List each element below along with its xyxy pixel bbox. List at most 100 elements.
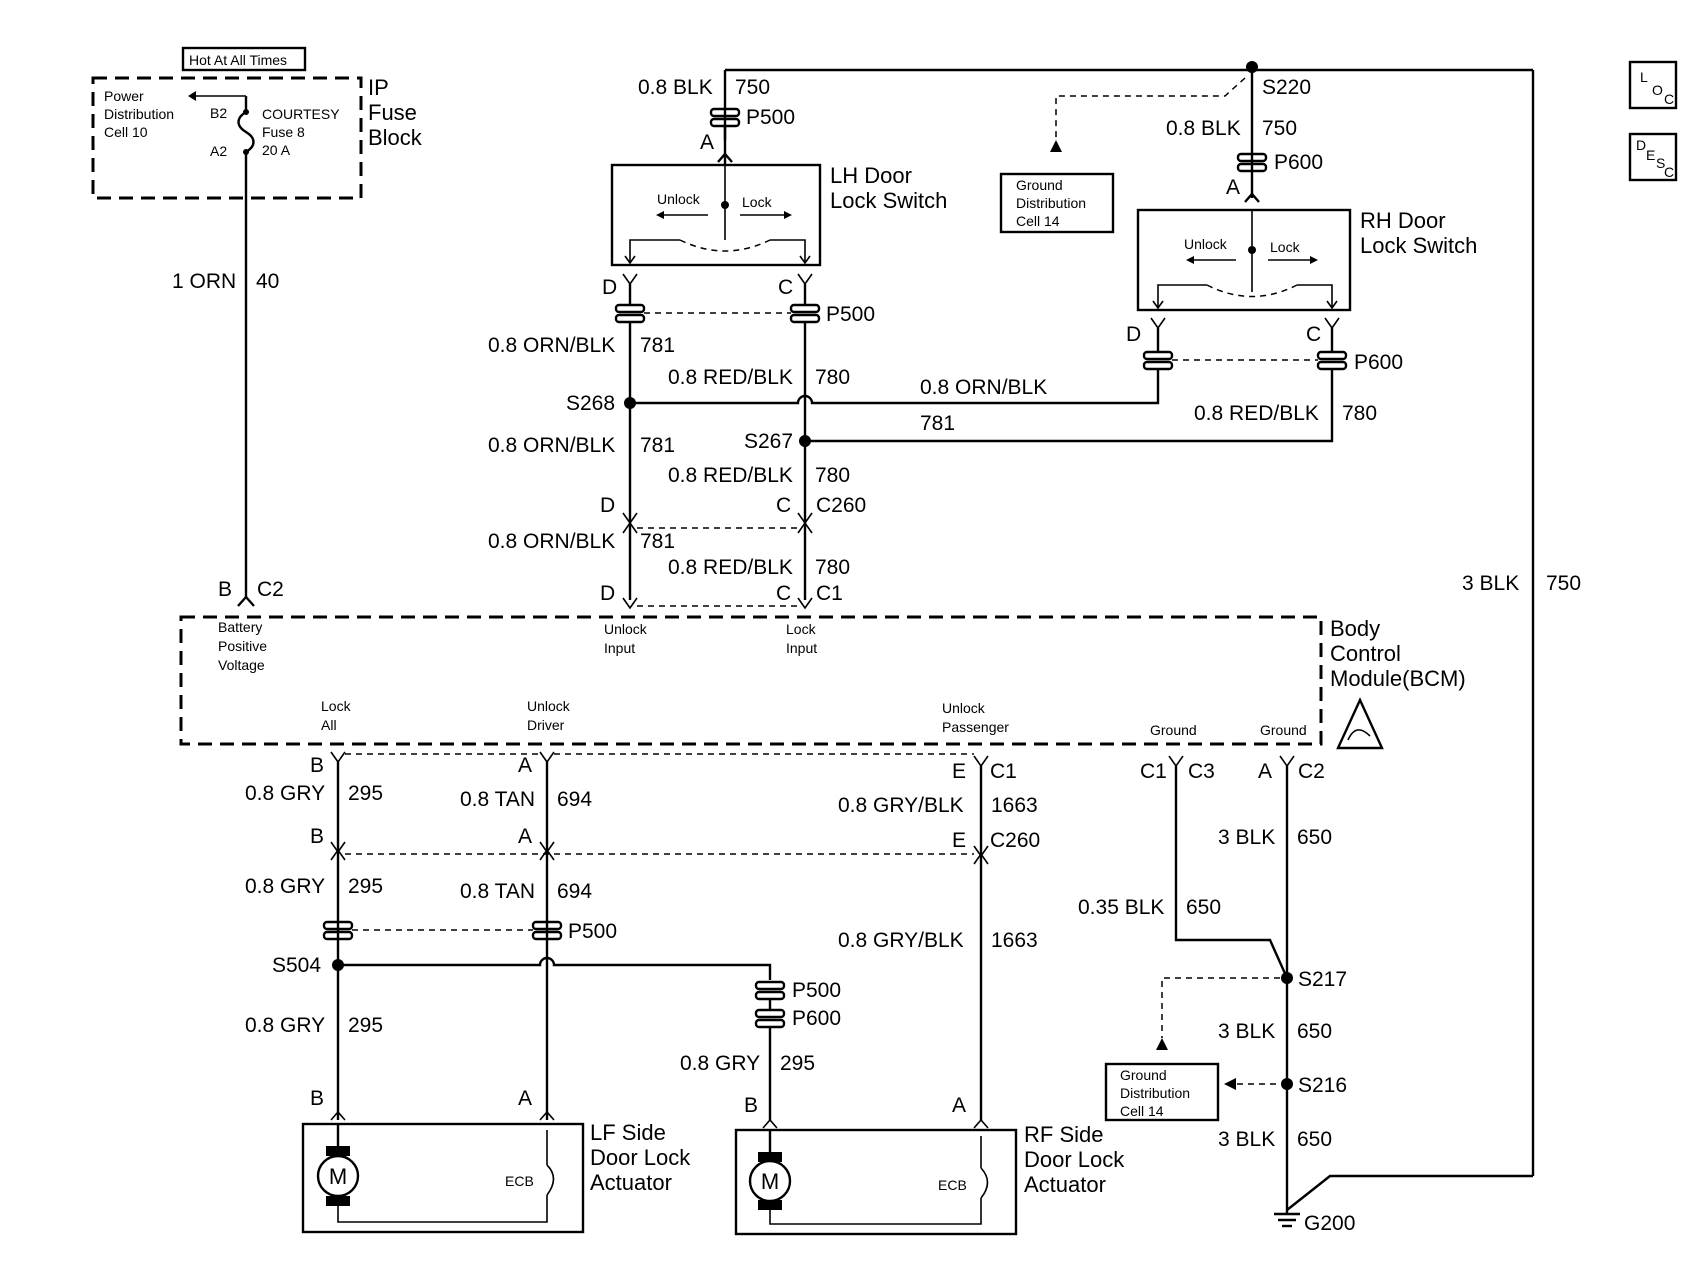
rh-door-lock-switch: Unlock Lock RH Door Lock Switch D C P600 — [1126, 208, 1477, 374]
g200-ground-symbol — [1274, 1212, 1300, 1228]
ground-ref-top-dashed — [1055, 77, 1246, 150]
rh-lock-contact-arrow — [1326, 300, 1338, 310]
rh-feed-circuit: 750 — [1262, 117, 1297, 140]
lf-actuator-title: LF Side — [590, 1120, 666, 1145]
loc-icon-l: L — [1640, 69, 1648, 85]
unlock-pass-terminal — [973, 755, 989, 768]
tan2-gauge: 0.8 TAN — [460, 880, 535, 903]
gnd-c1-label: C1 — [1140, 760, 1167, 783]
circuit-650-branch-wire — [1174, 766, 1289, 979]
lf-pin-b: B — [310, 1087, 324, 1110]
bcm-ground-1: Ground — [1150, 722, 1197, 738]
c260-lower-a-terminal — [539, 841, 555, 861]
rf-pin-b: B — [744, 1094, 758, 1117]
rh-pin-d-terminal — [1150, 317, 1166, 330]
bcm-conn-c2: C2 — [257, 578, 284, 601]
power-distribution-label-3: Cell 10 — [104, 124, 148, 140]
p600-top-connector — [1236, 152, 1268, 173]
bcm-unlock-passenger-2: Passenger — [942, 719, 1009, 735]
c260-lower-b-terminal — [330, 841, 346, 861]
lh-feed-circuit: 750 — [735, 76, 770, 99]
cross-red-circuit: 780 — [1342, 402, 1377, 425]
gnd-wd-gauge: 3 BLK — [1218, 1128, 1275, 1151]
c260-lower-pin-b: B — [310, 825, 324, 848]
ground-750-join-wire — [1286, 1174, 1533, 1211]
rf-motor-label: M — [761, 1169, 779, 1194]
w1-orn-gauge: 0.8 ORN/BLK — [488, 334, 615, 357]
gnd-wb-circuit: 650 — [1186, 896, 1221, 919]
bcm-battery-label-2: Positive — [218, 638, 267, 654]
rh-switch-unlock: Unlock — [1184, 236, 1228, 252]
c1-d-terminal — [622, 597, 638, 610]
lh-pin-a: A — [700, 131, 714, 154]
lf-motor-brush-top — [326, 1146, 350, 1156]
desc-icon[interactable]: D E S C — [1628, 132, 1678, 182]
rh-unlock-arrowhead — [1186, 256, 1194, 264]
rh-switch-arc — [1206, 284, 1298, 298]
lh-lock-contact-arrow — [799, 255, 811, 265]
lf-actuator-box — [301, 1122, 585, 1234]
lh-unlock-contact — [629, 239, 680, 262]
lock-input-wiring: 0.8 ORN/BLK 781 0.8 RED/BLK 780 S268 0.8… — [488, 322, 1377, 610]
gnd-wa-circuit: 650 — [1297, 826, 1332, 849]
desc-icon-e: E — [1646, 147, 1655, 163]
rf-ecb-symbol — [980, 1136, 989, 1199]
bcm-title: Body — [1330, 616, 1380, 641]
rf-actuator-title: RF Side — [1024, 1122, 1103, 1147]
p600-rf-label: P600 — [792, 1007, 841, 1030]
p600-top-label: P600 — [1274, 151, 1323, 174]
desc-icon-d: D — [1636, 137, 1646, 153]
lh-lock-arrowhead — [784, 211, 792, 219]
w3-orn-circuit: 781 — [640, 530, 675, 553]
ground-ref-lower-dashed — [1161, 977, 1280, 1038]
right-ground-circuit: 750 — [1546, 572, 1581, 595]
gry3-circuit: 295 — [348, 1014, 383, 1037]
fuse-block-outline — [91, 76, 363, 200]
s504-to-rf-wire — [338, 956, 772, 980]
c1-pin-d: D — [600, 582, 615, 605]
lf-pin-a: A — [518, 1087, 532, 1110]
c260-lower-pin-e: E — [952, 829, 966, 852]
w2-red-circuit: 780 — [815, 464, 850, 487]
ground-dist-lower-label-3: Cell 14 — [1120, 1103, 1164, 1119]
bcm-battery-label: Battery — [218, 619, 262, 635]
cross-781-wire — [630, 369, 1160, 405]
s268-label: S268 — [566, 392, 615, 415]
grybk2-gauge: 0.8 GRY/BLK — [838, 929, 964, 952]
rf-motor-brush-bottom — [758, 1200, 782, 1210]
ground-dist-top-label-3: Cell 14 — [1016, 213, 1060, 229]
lf-ecb-symbol — [546, 1130, 555, 1196]
fuse-number-label: Fuse 8 — [262, 124, 305, 140]
c260-d-terminal-bottom — [622, 521, 638, 534]
ground-ref-lower-arrow — [1156, 1038, 1168, 1050]
loc-icon-c: C — [1664, 91, 1674, 107]
cross-orn-gauge: 0.8 ORN/BLK — [920, 376, 1047, 399]
w3-red-circuit: 780 — [815, 556, 850, 579]
lh-pin-c: C — [778, 276, 793, 299]
w2-red-gauge: 0.8 RED/BLK — [668, 464, 793, 487]
c260-lower-label: C260 — [990, 829, 1040, 852]
rh-unlock-contact — [1157, 284, 1207, 307]
loc-icon[interactable]: L O C — [1628, 60, 1678, 110]
cross-red-gauge: 0.8 RED/BLK — [1194, 402, 1319, 425]
w3-orn-gauge: 0.8 ORN/BLK — [488, 530, 615, 553]
rf-actuator-box — [734, 1128, 1018, 1236]
w2-orn-gauge: 0.8 ORN/BLK — [488, 434, 615, 457]
s216-splice-dot — [1281, 1078, 1293, 1090]
rh-switch-title-2: Lock Switch — [1360, 233, 1477, 258]
rf-pin-a-terminal — [973, 1118, 989, 1129]
bcm-lock-input-2: Input — [786, 640, 817, 656]
p500-mid-label: P500 — [826, 303, 875, 326]
power-distribution-label-2: Distribution — [104, 106, 174, 122]
unlock-driver-pin-a: A — [518, 754, 532, 777]
w3-red-gauge: 0.8 RED/BLK — [668, 556, 793, 579]
actuator-output-wiring: B A E C1 0.8 GRY 295 0.8 TAN 694 0.8 GRY… — [245, 751, 1040, 1129]
fuse-symbol — [237, 110, 255, 154]
bcm-pin-b: B — [218, 578, 232, 601]
lh-feed-gauge: 0.8 BLK — [638, 76, 713, 99]
c260-lower-pin-a: A — [518, 825, 532, 848]
bcm-ground-2: Ground — [1260, 722, 1307, 738]
gnd-a-label: A — [1258, 760, 1272, 783]
c1-c-terminal — [797, 597, 813, 610]
gnd-c2-terminal — [1279, 755, 1295, 768]
